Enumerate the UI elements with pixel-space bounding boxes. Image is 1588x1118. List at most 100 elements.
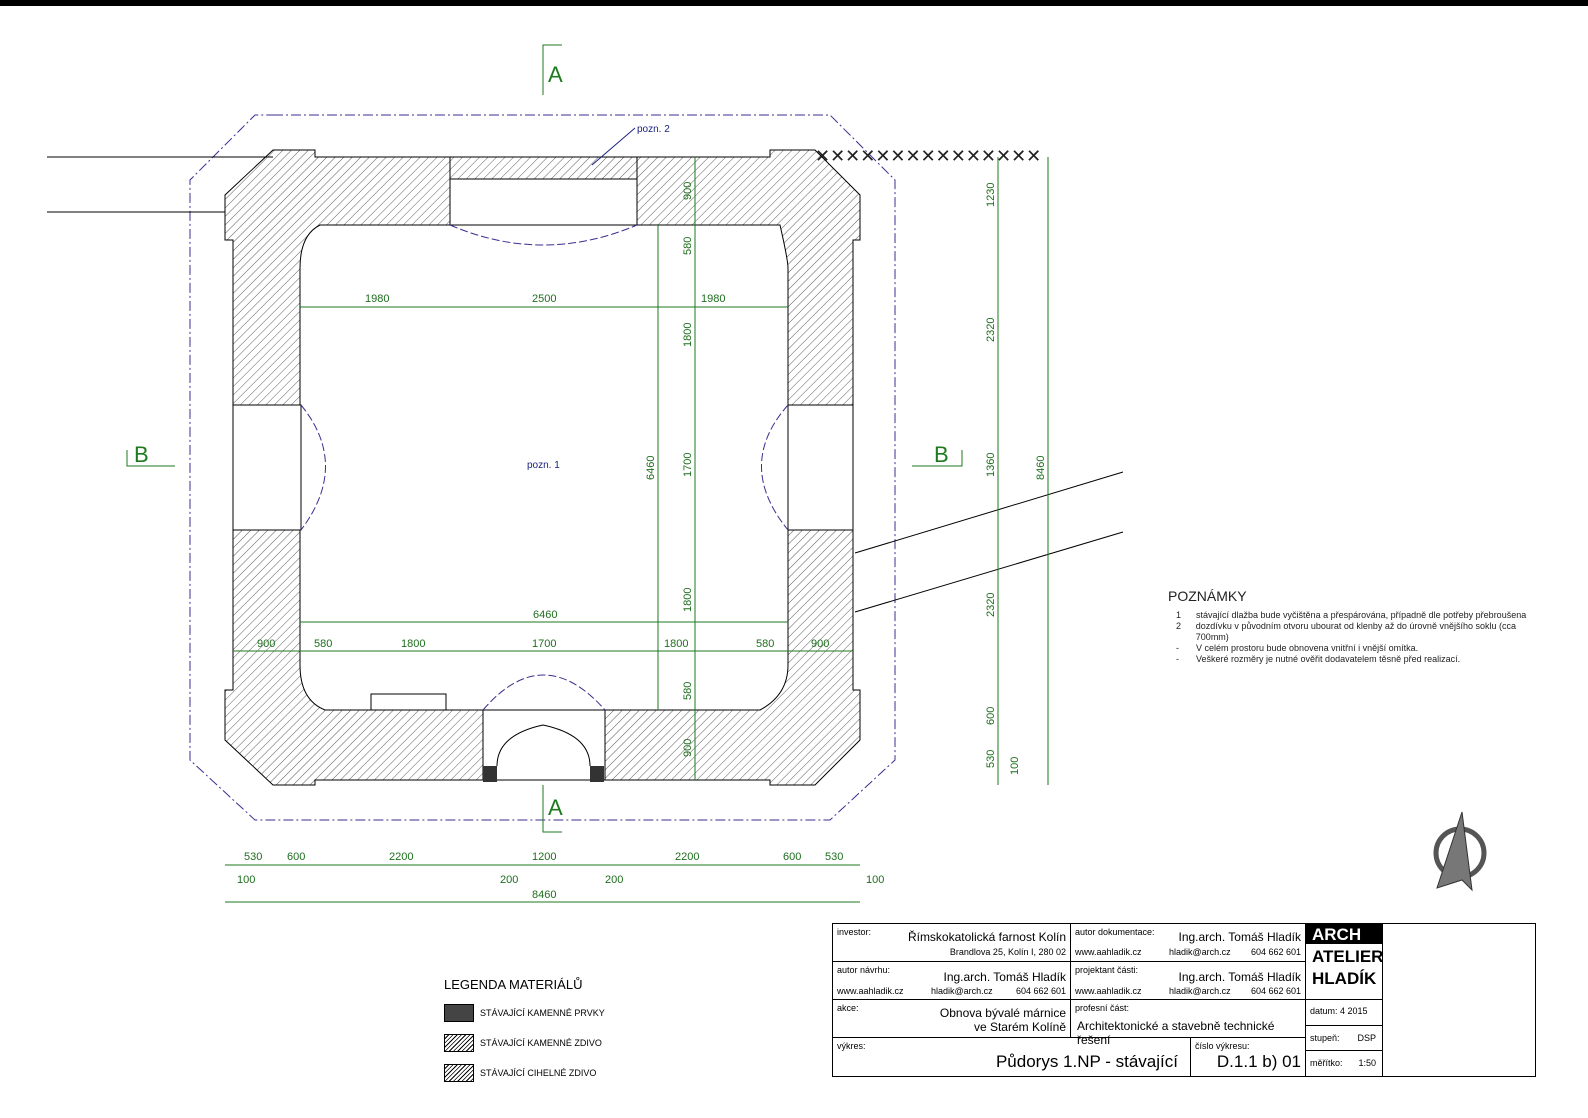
- text-label: 2320: [985, 318, 997, 342]
- text-label: hladik@arch.cz: [1169, 986, 1231, 996]
- text-label: investor:: [837, 927, 872, 937]
- notes-title: POZNÁMKY: [1168, 588, 1247, 604]
- text-label: -: [1176, 654, 1179, 664]
- text-label: Brandlova 25, Kolín I, 280 02: [949, 947, 1066, 957]
- text-label: ve Starém Kolíně: [973, 1020, 1066, 1034]
- dims-inner-top: 1980 2500 1980: [365, 293, 725, 305]
- text-label: 2200: [675, 851, 699, 863]
- text-label: 100: [237, 874, 255, 886]
- window-right: [787, 404, 854, 531]
- dim-right-total: 8460: [1035, 456, 1047, 480]
- callout-pozn-2: pozn. 2: [637, 124, 670, 135]
- note-item: - V celém prostoru bude obnovena vnitřní …: [1168, 643, 1548, 654]
- text-label: A: [548, 795, 563, 820]
- text-label: V celém prostoru bude obnovena vnitřní i…: [1196, 643, 1419, 653]
- text-label: -: [1176, 643, 1179, 653]
- door: [482, 709, 606, 781]
- top-border: [0, 0, 1588, 6]
- text-label: www.aahladik.cz: [837, 986, 904, 996]
- text-label: 1700: [532, 638, 556, 650]
- section-b-left: B: [126, 442, 175, 467]
- text-label: 200: [500, 874, 518, 886]
- walls: [224, 149, 861, 786]
- text-label: 1: [1176, 610, 1182, 620]
- text-label: 604 662 601: [1250, 986, 1301, 996]
- text-label: STÁVAJÍCÍ KAMENNÉ PRVKY: [480, 1008, 605, 1018]
- text-label: STÁVAJÍCÍ KAMENNÉ ZDIVO: [480, 1038, 602, 1048]
- callout-pozn-1: pozn. 1: [527, 460, 560, 471]
- legend-item: STÁVAJÍCÍ KAMENNÉ PRVKY: [444, 998, 605, 1028]
- text-label: číslo výkresu:: [1195, 1041, 1250, 1051]
- text-label: 1200: [532, 851, 556, 863]
- text-label: B: [934, 442, 949, 467]
- text-label: 1230: [985, 183, 997, 207]
- section-a-top: A: [542, 44, 563, 95]
- window-left: [232, 404, 302, 531]
- dims-mid-vertical: 900 580 1800 1700 1800 580 900: [682, 182, 694, 757]
- section-a-bottom: A: [542, 785, 563, 833]
- drawing-title: Půdorys 1.NP - stávající: [995, 1052, 1178, 1071]
- text-label: Římskokatolická farnost Kolín: [907, 930, 1066, 944]
- text-label: Ing.arch. Tomáš Hladík: [1178, 930, 1301, 944]
- note-item: 1 stávající dlažba bude vyčištěna a přesp…: [1168, 610, 1548, 621]
- text-label: 1980: [365, 293, 389, 305]
- text-label: 4 2015: [1340, 1006, 1368, 1016]
- text-label: STÁVAJÍCÍ CIHELNÉ ZDIVO: [480, 1068, 597, 1078]
- text-label: stávající dlažba bude vyčištěna a přespá…: [1196, 610, 1527, 620]
- text-label: akce:: [837, 1003, 859, 1013]
- text-label: Veškeré rozměry je nutné ověřit dodavate…: [1196, 654, 1461, 664]
- text-label: 2500: [532, 293, 556, 305]
- legend-item: STÁVAJÍCÍ KAMENNÉ ZDIVO: [444, 1028, 605, 1058]
- text-label: ATELIER: [1312, 947, 1384, 966]
- dims-inner-bottom: 900 580 1800 1700 1800 580 900: [257, 638, 829, 650]
- text-label: 604 662 601: [1015, 986, 1066, 996]
- text-label: měřítko:: [1310, 1058, 1343, 1068]
- text-label: 580: [682, 682, 694, 700]
- dims-bottom-row: 530 600 2200 1200 2200 600 530: [244, 851, 843, 863]
- text-label: D.1.1 b) 01: [1216, 1052, 1301, 1071]
- stone-elements-swatch: [444, 1004, 474, 1022]
- legend-title: LEGENDA MATERIÁLŮ: [444, 977, 583, 992]
- text-label: 1800: [682, 588, 694, 612]
- text-label: B: [134, 442, 149, 467]
- text-label: www.aahladik.cz: [1075, 947, 1142, 957]
- north-arrow-icon: [1433, 811, 1487, 892]
- dim-bottom-total: 8460: [532, 889, 556, 901]
- text-label: A: [548, 62, 563, 87]
- text-label: 1980: [701, 293, 725, 305]
- text-label: 200: [605, 874, 623, 886]
- stone-masonry-swatch: [444, 1034, 474, 1052]
- dim-inner-width: 6460: [533, 609, 557, 621]
- text-label: 1:50: [1358, 1058, 1376, 1068]
- dim-inner-height: 6460: [645, 456, 657, 480]
- text-label: Obnova bývalé márnice: [939, 1006, 1066, 1020]
- text-label: 580: [756, 638, 774, 650]
- text-label: hladik@arch.cz: [931, 986, 993, 996]
- text-label: stupeň:: [1310, 1033, 1340, 1043]
- text-label: 1800: [664, 638, 688, 650]
- legend-item: STÁVAJÍCÍ CIHELNÉ ZDIVO: [444, 1058, 605, 1088]
- text-label: dozdívku v původním otvoru ubourat od kl…: [1195, 621, 1516, 642]
- text-label: 2: [1176, 621, 1182, 631]
- atelier-logo: ARCH ATELIER HLADÍK: [1306, 924, 1383, 1000]
- text-label: 600: [783, 851, 801, 863]
- text-label: 580: [682, 237, 694, 255]
- text-label: 604 662 601: [1250, 947, 1301, 957]
- text-label: Ing.arch. Tomáš Hladík: [943, 970, 1066, 984]
- notes-panel: POZNÁMKY 1 stávající dlažba bude vyčištěn…: [1168, 588, 1548, 665]
- text-label: 580: [314, 638, 332, 650]
- text-label: 900: [682, 182, 694, 200]
- dims-right-vertical: 1230 2320 1360 2320 600 530 100: [985, 183, 1021, 775]
- note-item: 2 dozdívku v původním otvoru ubourat od k…: [1168, 621, 1548, 643]
- text-label: 900: [682, 739, 694, 757]
- text-label: výkres:: [837, 1041, 866, 1051]
- text-label: 1700: [682, 453, 694, 477]
- text-label: 2320: [985, 593, 997, 617]
- text-label: 2200: [389, 851, 413, 863]
- text-label: ARCH: [1306, 924, 1382, 944]
- text-label: 900: [811, 638, 829, 650]
- brick-masonry-swatch: [444, 1064, 474, 1082]
- fence-marks: ✕✕✕✕✕✕✕✕✕✕✕✕✕✕✕: [815, 146, 1041, 166]
- text-label: projektant části:: [1075, 965, 1139, 975]
